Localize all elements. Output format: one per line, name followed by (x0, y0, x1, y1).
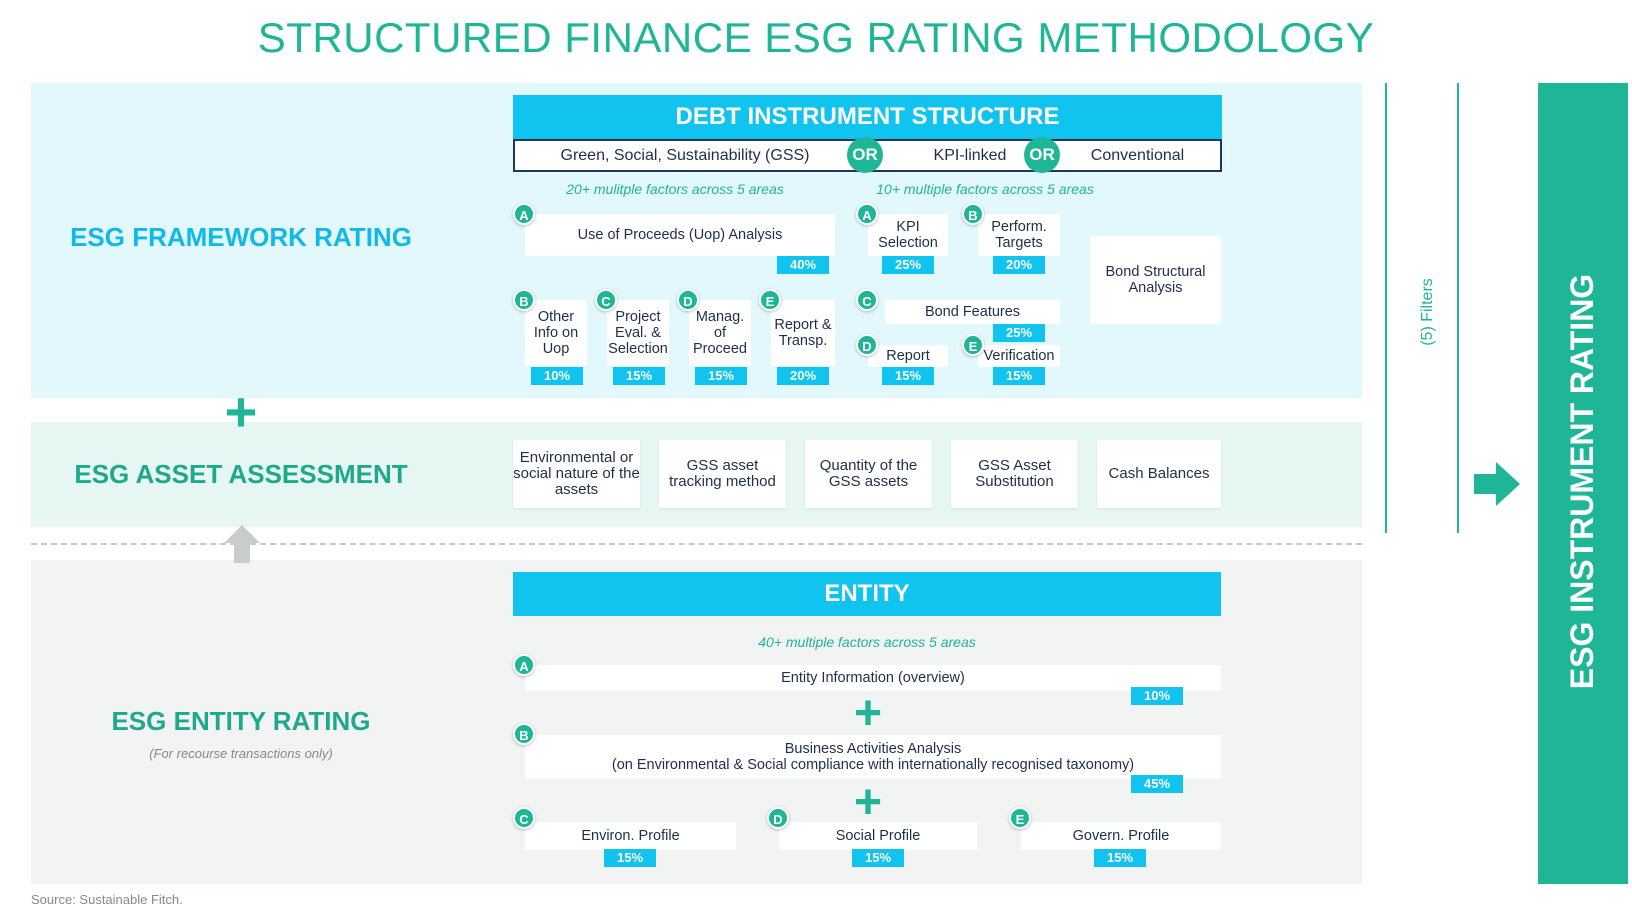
entity-information-card: Entity Information (overview) (525, 665, 1221, 691)
factor-weight: 25% (993, 324, 1045, 342)
entity-rating-label: ESG ENTITY RATING (111, 706, 371, 736)
framework-rating-label: ESG FRAMEWORK RATING (70, 222, 412, 252)
factor-letter: D (677, 289, 699, 311)
factor-letter: E (759, 289, 781, 311)
factor-weight: 15% (604, 849, 656, 867)
factor-weight: 15% (882, 367, 934, 385)
factor-letter: A (513, 654, 535, 676)
gss-factor-card: Project Eval. & Selection (607, 300, 669, 366)
plus-icon: + (853, 776, 883, 829)
factor-weight: 45% (1131, 775, 1183, 793)
asset-item: GSS Asset Substitution (951, 440, 1078, 508)
plus-icon: + (853, 687, 883, 740)
gss-factor-card: Report & Transp. (771, 300, 835, 366)
filters-label-wrap: (5) Filters (1405, 268, 1445, 358)
kpi-factors-note: 10+ multiple factors across 5 areas (876, 181, 1094, 197)
bond-structural-analysis-card: Bond Structural Analysis (1090, 236, 1221, 324)
factor-weight: 15% (852, 849, 904, 867)
plus-icon: + (224, 380, 258, 443)
asset-item: Environmental or social nature of the as… (513, 440, 640, 508)
kpi-factor-card: Verification (978, 345, 1060, 367)
gss-factor-card: Use of Proceeds (Uop) Analysis (525, 214, 835, 256)
type-kpi-linked: KPI-linked (933, 147, 1007, 164)
gss-factor-card: Other Info on Uop (525, 300, 587, 366)
kpi-factor-card: Bond Features (885, 300, 1060, 324)
debt-structure-header: DEBT INSTRUMENT STRUCTURE (513, 95, 1222, 139)
asset-item: GSS asset tracking method (659, 440, 786, 508)
gss-factors-note: 20+ mulitple factors across 5 areas (566, 181, 784, 197)
factor-weight: 10% (1131, 687, 1183, 705)
filters-line-right (1457, 83, 1459, 533)
source-note: Source: Sustainable Fitch. (31, 892, 183, 907)
gss-factor-card: Manag. of Proceed (689, 300, 751, 366)
factor-letter: B (962, 203, 984, 225)
or-badge: OR (847, 137, 883, 173)
factor-weight: 25% (882, 256, 934, 274)
factor-letter: A (856, 203, 878, 225)
entity-factors-note: 40+ multiple factors across 5 areas (758, 634, 976, 650)
factor-weight: 20% (777, 367, 829, 385)
factor-letter: C (856, 289, 878, 311)
instrument-rating-bar: ESG INSTRUMENT RATING (1538, 83, 1628, 884)
asset-item: Cash Balances (1097, 440, 1221, 508)
profile-card: Govern. Profile (1021, 822, 1221, 850)
factor-letter: A (513, 203, 535, 225)
business-activities-label: Business Activities Analysis (784, 741, 962, 757)
kpi-factor-card: Report (868, 345, 948, 367)
asset-item: Quantity of the GSS assets (805, 440, 932, 508)
factor-weight: 20% (993, 256, 1045, 274)
type-gss: Green, Social, Sustainability (GSS) (560, 147, 810, 164)
entity-header: ENTITY (513, 572, 1221, 616)
instrument-rating-label: ESG INSTRUMENT RATING (1564, 273, 1600, 690)
factor-letter: D (767, 807, 789, 829)
up-arrow-icon (224, 525, 260, 563)
factor-weight: 15% (613, 367, 665, 385)
asset-assessment-label: ESG ASSET ASSESSMENT (74, 459, 408, 489)
profile-card: Social Profile (779, 822, 977, 850)
entity-rating-note: (For recourse transactions only) (149, 746, 333, 761)
factor-weight: 10% (531, 367, 583, 385)
factor-letter: E (962, 334, 984, 356)
business-activities-sublabel: (on Environmental & Social compliance wi… (611, 757, 1135, 773)
factor-letter: B (513, 289, 535, 311)
right-arrow-icon (1474, 462, 1520, 506)
factor-weight: 15% (1094, 849, 1146, 867)
factor-letter: C (595, 289, 617, 311)
filters-line-left (1385, 83, 1387, 533)
type-conventional: Conventional (1090, 147, 1185, 164)
factor-letter: D (856, 334, 878, 356)
filters-label: (5) Filters (1419, 278, 1436, 346)
kpi-factor-card: Perform. Targets (978, 214, 1060, 256)
page-title: STRUCTURED FINANCE ESG RATING METHODOLOG… (257, 14, 1375, 61)
business-activities-card: Business Activities Analysis (on Environ… (525, 735, 1221, 779)
factor-weight: 15% (993, 367, 1045, 385)
factor-weight: 40% (777, 256, 829, 274)
divider-line (31, 543, 1362, 545)
or-badge: OR (1024, 137, 1060, 173)
factor-weight: 15% (695, 367, 747, 385)
kpi-factor-card: KPI Selection (868, 214, 948, 256)
factor-letter: E (1009, 807, 1031, 829)
factor-letter: C (513, 807, 535, 829)
factor-letter: B (513, 723, 535, 745)
profile-card: Environ. Profile (525, 822, 736, 850)
